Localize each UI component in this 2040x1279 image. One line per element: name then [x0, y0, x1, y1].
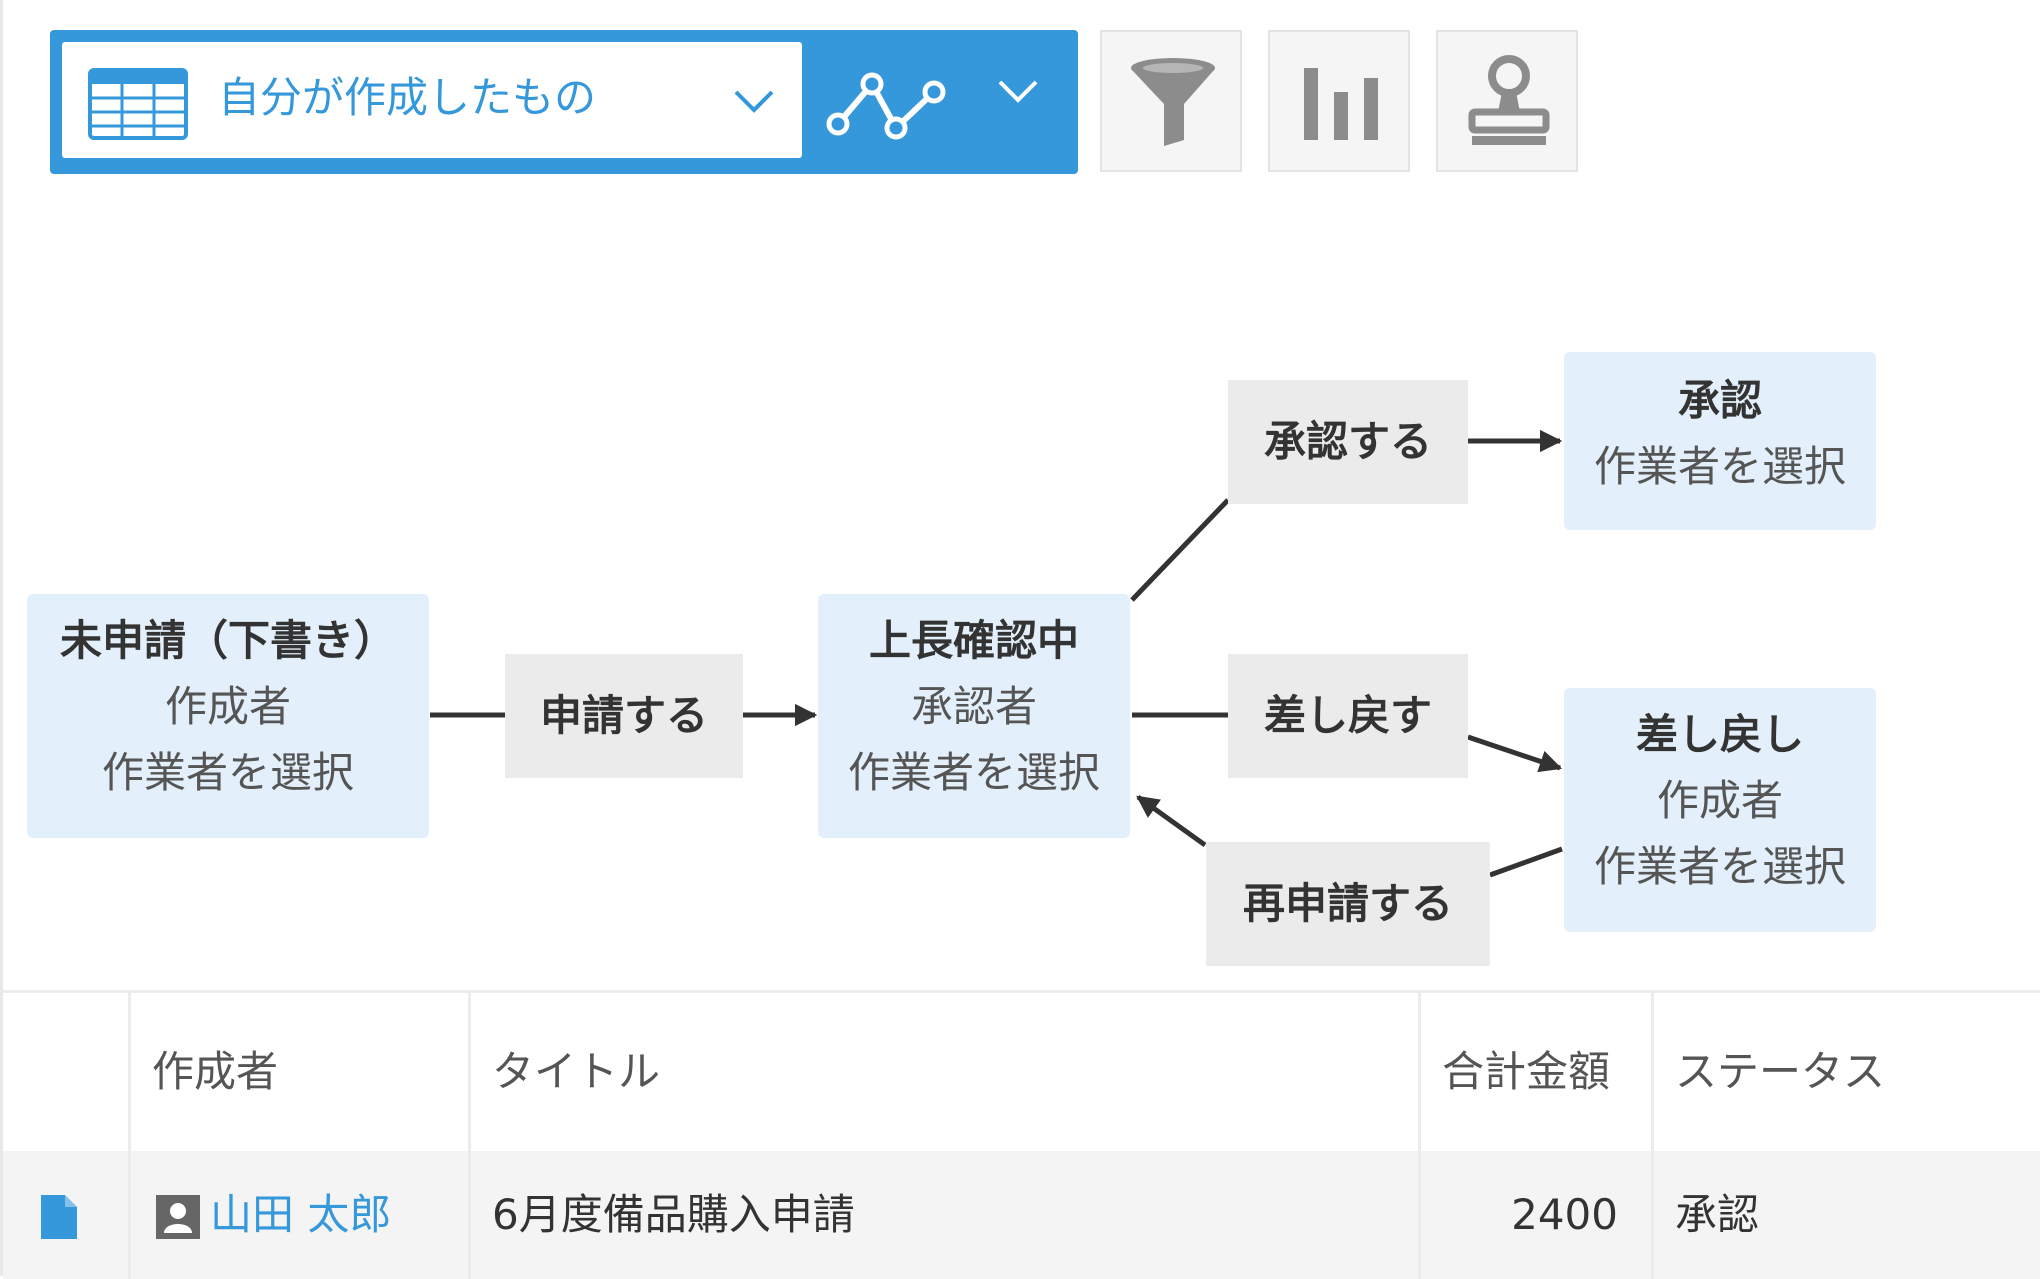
document-icon — [41, 1195, 77, 1239]
graph-selector-dropdown[interactable] — [820, 50, 1060, 154]
assignee-line: 作業者を選択 — [101, 748, 354, 797]
column-divider — [1651, 993, 1654, 1279]
assignee-line: 作業者を選択 — [847, 748, 1100, 797]
assignee-line: 作成者 — [1656, 776, 1783, 825]
status-name: 承認 — [1677, 376, 1762, 425]
record-detail-link[interactable] — [39, 1151, 99, 1279]
bar-chart-icon — [1304, 68, 1378, 140]
status-manager-review: 上長確認中 承認者 作業者を選択 — [818, 594, 1130, 838]
view-name-label: 自分が作成したもの — [218, 73, 597, 122]
cell-status: 承認 — [1675, 1190, 1760, 1239]
action-apply: 申請する — [505, 654, 743, 778]
stamp-icon — [1468, 55, 1550, 145]
filter-icon — [1131, 58, 1215, 146]
column-divider — [1418, 993, 1421, 1279]
status-name: 未申請（下書き） — [59, 616, 396, 665]
assignee-line: 作成者 — [164, 682, 291, 731]
status-name: 上長確認中 — [868, 616, 1079, 665]
record-list-table: 作成者 タイトル 合計金額 ステータス 山田 太郎 6月度備品購入申請 2400… — [3, 990, 2040, 1279]
chevron-down-icon — [734, 90, 774, 113]
graph-button[interactable] — [1268, 30, 1410, 172]
status-name: 差し戻し — [1635, 710, 1804, 759]
table-row[interactable]: 山田 太郎 6月度備品購入申請 2400 承認 — [3, 1151, 2040, 1279]
action-approve: 承認する — [1228, 380, 1468, 504]
header-total-amount[interactable]: 合計金額 — [1442, 1047, 1611, 1096]
column-divider — [128, 993, 131, 1279]
header-title[interactable]: タイトル — [492, 1047, 661, 1096]
status-returned: 差し戻し 作成者 作業者を選択 — [1564, 688, 1876, 932]
view-toolbar: 自分が作成したもの — [50, 30, 1078, 174]
action-send-back: 差し戻す — [1228, 654, 1468, 778]
status-approved: 承認 作業者を選択 — [1564, 352, 1876, 530]
view-selector-dropdown[interactable]: 自分が作成したもの — [62, 42, 802, 158]
filter-button[interactable] — [1100, 30, 1242, 172]
assignee-line: 承認者 — [910, 682, 1037, 731]
cell-creator: 山田 太郎 — [152, 1151, 468, 1279]
header-creator[interactable]: 作成者 — [152, 1047, 279, 1096]
status-draft: 未申請（下書き） 作成者 作業者を選択 — [27, 594, 429, 838]
process-management-button[interactable] — [1436, 30, 1578, 172]
avatar-icon — [156, 1195, 200, 1239]
column-divider — [468, 993, 471, 1279]
line-graph-icon — [826, 72, 946, 140]
chevron-down-icon — [998, 80, 1038, 103]
cell-total-amount: 2400 — [1511, 1190, 1618, 1239]
action-reapply: 再申請する — [1206, 842, 1490, 966]
table-icon — [88, 68, 188, 140]
assignee-line: 作業者を選択 — [1593, 842, 1846, 891]
header-status[interactable]: ステータス — [1675, 1047, 1886, 1096]
cell-title: 6月度備品購入申請 — [492, 1190, 855, 1239]
creator-link[interactable]: 山田 太郎 — [210, 1190, 392, 1239]
assignee-line: 作業者を選択 — [1593, 442, 1846, 491]
